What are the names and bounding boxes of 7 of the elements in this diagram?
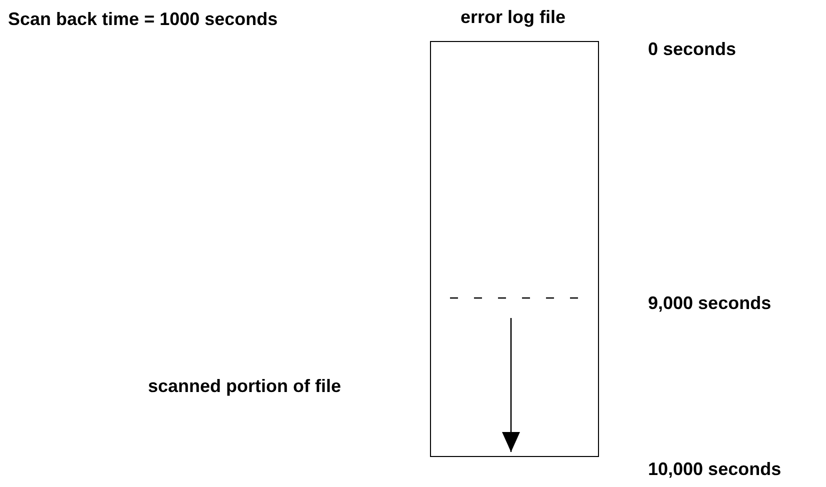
time-label: 0 seconds	[648, 40, 736, 60]
time-label: 10,000 seconds	[648, 460, 782, 480]
portion-label: scanned portion of file	[148, 377, 342, 397]
box-heading: error log file	[460, 8, 566, 28]
diagram-title: Scan back time = 1000 seconds	[8, 10, 278, 30]
time-label: 9,000 seconds	[648, 294, 772, 314]
log-file-box	[430, 41, 599, 457]
